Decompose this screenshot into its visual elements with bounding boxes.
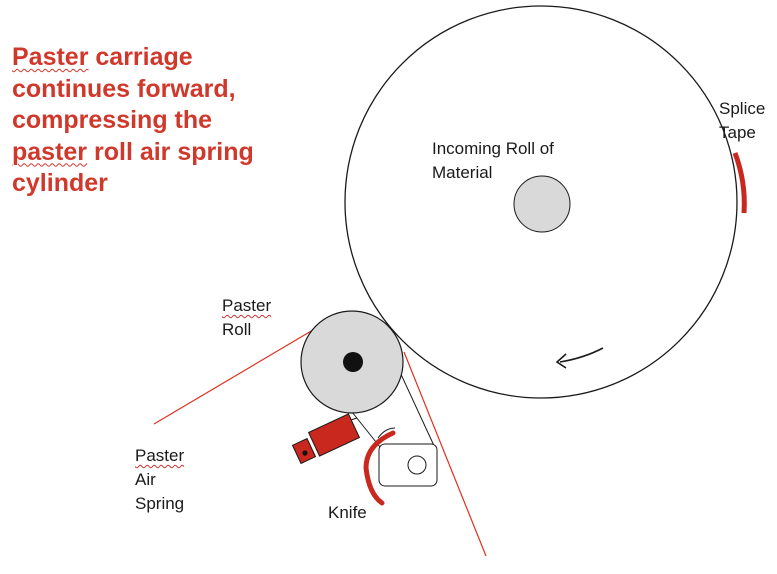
heading-line-1: Paster carriage: [12, 43, 193, 71]
knife-label: Knife: [328, 503, 367, 522]
paster-air-spring-label: Paster Air Spring: [135, 444, 184, 516]
incoming-roll-label: Incoming Roll of Material: [432, 137, 554, 185]
splice-tape-label: Splice Tape: [719, 97, 765, 145]
air-spring-cylinder: [307, 413, 361, 457]
heading-line-2: continues forward,: [12, 74, 236, 103]
heading-line-4: paster roll air spring: [12, 137, 254, 166]
paster-roll-label-line-2: Roll: [222, 320, 252, 339]
incoming-roll-label-line-1: Incoming Roll of: [432, 139, 554, 158]
splice-tape: [732, 152, 747, 214]
incoming-roll-core: [513, 175, 571, 233]
air-spring-pin: [302, 450, 308, 456]
heading-word-paster-2: paster: [12, 137, 88, 166]
paster-roll-label-line-1: Paster: [222, 296, 272, 315]
paster-air-spring-label-line-1: Paster Air: [135, 446, 185, 489]
guide-line-left: [153, 326, 319, 425]
rotation-arrow-head-icon: [555, 353, 567, 369]
guide-line-right: [403, 351, 487, 557]
incoming-roll-label-line-2: Material: [432, 163, 493, 182]
paster-air-spring-label-line-2: Spring: [135, 494, 185, 513]
knife-blade: [363, 430, 396, 506]
splice-tape-label-line-2: Tape: [719, 123, 756, 142]
paster-air-spring-label-word: Paster: [135, 446, 185, 465]
paster-roll-label: Paster Roll: [222, 294, 271, 342]
splice-tape-label-line-1: Splice: [719, 99, 766, 118]
heading-line-5: cylinder: [12, 169, 108, 197]
heading-word-paster: Paster: [12, 43, 89, 71]
paster-roll-axle: [343, 352, 363, 372]
knife-pivot: [407, 455, 427, 475]
knife-tip: [377, 427, 396, 439]
heading-line-3: compressing the: [12, 106, 213, 134]
slide-heading: Paster carriage continues forward, compr…: [12, 42, 312, 200]
rotation-arrow-icon: [559, 347, 604, 363]
